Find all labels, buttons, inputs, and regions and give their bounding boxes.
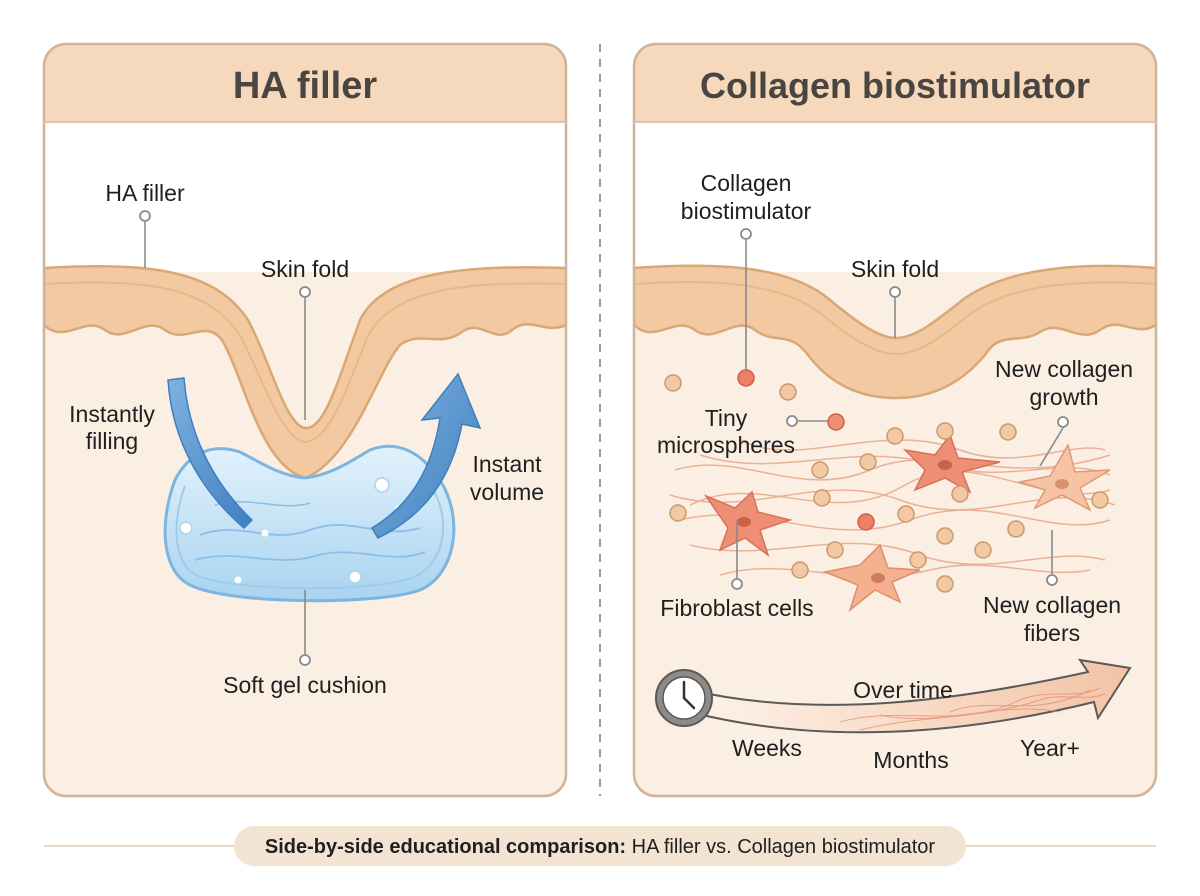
- right-skin-inner-line: [634, 280, 1156, 356]
- timeline: [655, 658, 1132, 734]
- gel-bubble: [374, 477, 390, 493]
- left-panel-header: [44, 44, 566, 122]
- right-leader-dots: [731, 228, 1069, 590]
- left-air-region: [44, 122, 566, 272]
- microsphere-highlight: [827, 413, 845, 431]
- gel-bubble: [348, 570, 362, 584]
- right-panel: Collagen biostimulator: [632, 42, 1158, 798]
- left-panel-title: HA filler: [233, 65, 377, 107]
- clock-minute-hand: [682, 696, 696, 710]
- label-collagen: Collagen: [701, 170, 792, 196]
- right-panel-border: [632, 42, 1158, 798]
- cell-nucleus: [1055, 479, 1069, 489]
- timeline-fibers: [839, 687, 1106, 731]
- cell-nucleus: [737, 517, 751, 527]
- label-tiny: Tiny: [705, 405, 748, 431]
- microsphere-highlight: [737, 369, 755, 387]
- label-volume: volume: [470, 479, 544, 505]
- left-leader-dots: [139, 210, 311, 666]
- label-skin-fold: Skin fold: [261, 256, 349, 282]
- label-fibroblast-cells: Fibroblast cells: [660, 595, 813, 621]
- caption-rest: HA filler vs. Collagen biostimulator: [626, 836, 935, 858]
- label-fibers: fibers: [1024, 620, 1080, 646]
- cell-nucleus: [871, 573, 885, 583]
- left-panel-border: [42, 42, 568, 798]
- left-skin-layer: [44, 265, 566, 480]
- label-over-time: Over time: [853, 677, 953, 703]
- label-skin-fold-right: Skin fold: [851, 256, 939, 282]
- label-soft-gel-cushion: Soft gel cushion: [223, 672, 387, 698]
- gel-cushion-illustration: [163, 444, 456, 603]
- label-growth: growth: [1029, 384, 1098, 410]
- label-biostimulator: biostimulator: [681, 198, 812, 224]
- right-air-region: [634, 122, 1156, 272]
- cell-nucleus: [938, 460, 952, 470]
- right-skin-layer: [634, 264, 1156, 400]
- gel-bubble: [261, 529, 269, 537]
- curved-arrow-up-icon: [370, 372, 482, 539]
- fibroblast-cell: [902, 433, 1001, 494]
- caption: Side-by-side educational comparison: HA …: [44, 826, 1156, 866]
- label-ha-filler: HA filler: [105, 180, 185, 206]
- left-panel: HA filler HA fille: [42, 42, 568, 798]
- label-filling: filling: [86, 428, 138, 454]
- label-instant: Instant: [472, 451, 542, 477]
- label-year-plus: Year+: [1020, 735, 1080, 761]
- right-leader-lines: [736, 240, 1064, 578]
- label-new-collagen-fibers-1: New collagen: [983, 592, 1121, 618]
- left-skin-inner-line: [44, 281, 566, 444]
- label-weeks: Weeks: [732, 735, 802, 761]
- label-months: Months: [873, 747, 948, 773]
- fibroblast-cell: [1017, 443, 1111, 512]
- microsphere-highlight: [857, 513, 875, 531]
- gel-inner-rim: [175, 485, 445, 590]
- microspheres: [664, 374, 1109, 593]
- label-microspheres: microspheres: [657, 432, 795, 458]
- right-panel-header: [634, 44, 1156, 122]
- right-panel-title: Collagen biostimulator: [700, 65, 1090, 106]
- left-leader-lines: [144, 222, 306, 654]
- caption-bold: Side-by-side educational comparison:: [265, 836, 626, 858]
- gel-wave: [194, 551, 426, 561]
- timeline-arrow-icon: [689, 658, 1132, 734]
- gel-bubble: [179, 521, 193, 535]
- label-instantly: Instantly: [69, 401, 155, 427]
- fibroblast-cells: [703, 433, 1111, 613]
- label-new-collagen-growth-1: New collagen: [995, 356, 1133, 382]
- gel-bubble: [234, 576, 242, 584]
- caption-pill: [234, 826, 966, 866]
- caption-text: Side-by-side educational comparison: HA …: [265, 836, 936, 858]
- curved-arrow-down-icon: [167, 377, 254, 530]
